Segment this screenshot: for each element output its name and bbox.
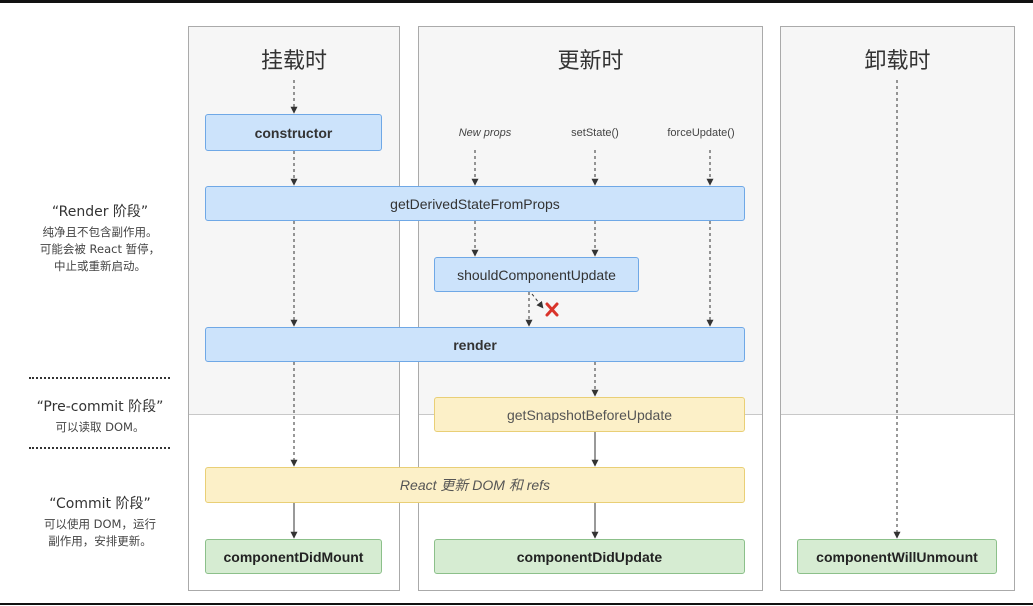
precommit-phase-desc-line: 可以读取 DOM。	[55, 420, 145, 434]
render-phase-desc-line: 中止或重新启动。	[54, 259, 146, 273]
red-x-icon	[545, 302, 559, 317]
commit-phase-title: “Commit 阶段”	[49, 496, 151, 512]
arrow-line	[531, 293, 544, 309]
bottom-border	[0, 603, 1033, 605]
commit-phase-desc-line: 可以使用 DOM，运行	[44, 517, 156, 531]
top-border	[0, 0, 1033, 3]
commit-phase-desc-line: 副作用，安排更新。	[48, 534, 152, 548]
should-component-update-box: shouldComponentUpdate	[434, 257, 639, 292]
commit-phase-description: 可以使用 DOM，运行 副作用，安排更新。	[0, 516, 200, 550]
column-title-update: 更新时	[557, 49, 624, 74]
trigger-set-state: setState()	[571, 127, 619, 139]
trigger-new-props: New props	[458, 127, 512, 139]
trigger-force-update: forceUpdate()	[667, 127, 735, 139]
component-did-mount-box: componentDidMount	[205, 539, 382, 574]
column-title-mount: 挂载时	[260, 49, 327, 74]
constructor-box: constructor	[205, 114, 382, 151]
component-did-update-box: componentDidUpdate	[434, 539, 745, 574]
get-snapshot-box: getSnapshotBeforeUpdate	[434, 397, 745, 432]
phase-divider	[29, 447, 170, 449]
render-phase-title: “Render 阶段”	[51, 204, 149, 220]
render-phase-description: 纯净且不包含副作用。 可能会被 React 暂停， 中止或重新启动。	[0, 224, 200, 275]
column-title-unmount: 卸载时	[864, 49, 931, 74]
react-update-dom-box: React 更新 DOM 和 refs	[205, 467, 745, 503]
component-will-unmount-box: componentWillUnmount	[797, 539, 997, 574]
phase-divider	[29, 377, 170, 379]
render-phase-desc-line: 纯净且不包含副作用。	[42, 225, 158, 239]
render-phase-desc-line: 可能会被 React 暂停，	[39, 242, 161, 256]
render-box: render	[205, 327, 745, 362]
precommit-phase-description: 可以读取 DOM。	[0, 419, 200, 436]
get-derived-state-box: getDerivedStateFromProps	[205, 186, 745, 221]
precommit-phase-title: “Pre-commit 阶段”	[36, 399, 164, 415]
